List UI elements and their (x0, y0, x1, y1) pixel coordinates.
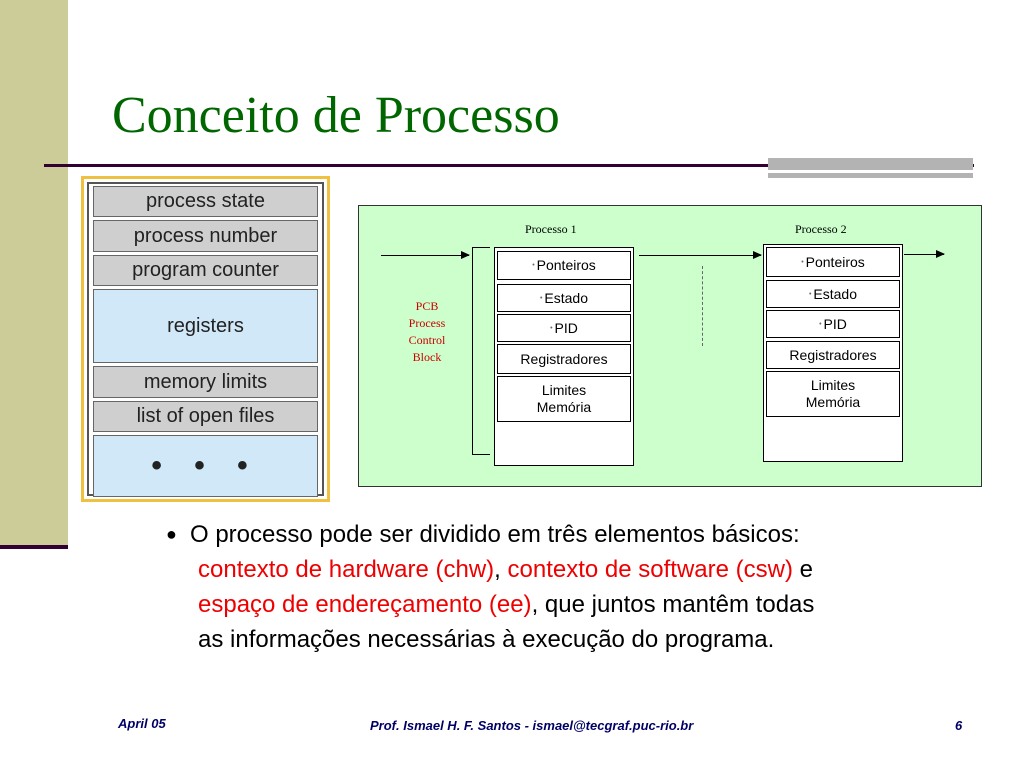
process2-cell-estado: •Estado (766, 280, 900, 308)
bullet-line-2: contexto de hardware (chw), contexto de … (168, 552, 948, 587)
cell-label: Estado (544, 289, 589, 306)
bullet-line-1: O processo pode ser dividido em três ele… (190, 521, 800, 548)
pcb-row-process-state: process state (93, 186, 318, 217)
pcb-label-line: Process (408, 316, 446, 330)
footer-page-number: 6 (955, 718, 963, 733)
cell-label: Registradores (520, 350, 608, 367)
separator-dashed-line (702, 266, 703, 346)
left-decor-bar (0, 0, 68, 545)
pcb-label-line: PCB (415, 299, 439, 313)
bullet-dot: • (539, 294, 543, 302)
bullet-line-4: as informações necessárias à execução do… (198, 626, 775, 653)
pcb-stack-diagram: process state process number program cou… (81, 176, 330, 502)
bullet-paragraph: ● O processo pode ser dividido em três e… (166, 517, 948, 657)
process2-cell-pid: •PID (766, 310, 900, 338)
process2-cell-ponteiros: •Ponteiros (766, 247, 900, 277)
cell-label: PID (554, 319, 578, 336)
process1-title: Processo 1 (525, 222, 577, 236)
process1-box: •Ponteiros •Estado •PID Registradores Li… (494, 247, 634, 466)
bullet-line-3: espaço de endereçamento (ee), que juntos… (168, 587, 948, 622)
highlight-address-space: espaço de endereçamento (ee) (198, 591, 532, 618)
cell-label: PID (823, 315, 847, 332)
highlight-software: contexto de software (csw) (507, 556, 793, 583)
bullet-dot: • (801, 258, 804, 266)
pcb-row-open-files: list of open files (93, 401, 318, 432)
highlight-hardware: contexto de hardware (chw) (198, 556, 495, 583)
pcb-label-line: Block (412, 350, 442, 364)
cell-label: Ponteiros (805, 253, 865, 270)
left-decor-line (0, 545, 68, 549)
cell-label: Limites Memória (536, 382, 592, 415)
process2-box: •Ponteiros •Estado •PID Registradores Li… (763, 244, 903, 462)
title-rule (44, 164, 974, 167)
cell-label: Estado (813, 285, 858, 302)
title-rule-accent (768, 158, 973, 178)
process1-cell-limites: Limites Memória (497, 376, 631, 422)
arrow-in (381, 251, 470, 259)
text-and: e (792, 556, 813, 583)
pcb-row-program-counter: program counter (93, 255, 318, 286)
bullet-dot: • (808, 290, 812, 298)
process1-cell-pid: •PID (497, 314, 631, 342)
pcb-label-line: Control (408, 333, 446, 347)
process1-cell-estado: •Estado (497, 284, 631, 312)
slide-title: Conceito de Processo (112, 87, 560, 144)
text-comma: , (494, 556, 508, 583)
process2-cell-registradores: Registradores (766, 341, 900, 369)
pcb-label: PCB Process Control Block (397, 298, 457, 366)
process2-title: Processo 2 (795, 222, 847, 236)
cell-label: Registradores (789, 346, 877, 363)
process1-cell-ponteiros: •Ponteiros (497, 251, 631, 280)
text-rest: , que juntos mantêm todas (531, 591, 815, 618)
bullet-dot: • (532, 262, 535, 269)
process2-cell-limites: Limites Memória (766, 371, 900, 417)
process-diagram-panel: Processo 1 Processo 2 PCB Process Contro… (358, 205, 982, 487)
arrow-out (904, 250, 945, 258)
pcb-row-memory-limits: memory limits (93, 366, 318, 398)
pcb-row-process-number: process number (93, 220, 318, 252)
bullet-icon: ● (166, 524, 177, 544)
process1-cell-registradores: Registradores (497, 344, 631, 374)
arrow-between (639, 251, 762, 259)
bullet-dot: • (550, 324, 553, 332)
footer-author: Prof. Ismael H. F. Santos - ismael@tecgr… (370, 718, 694, 733)
footer-date: April 05 (118, 716, 166, 731)
pcb-row-ellipsis: • • • (93, 435, 318, 497)
pcb-row-registers: registers (93, 289, 318, 363)
cell-label: Ponteiros (536, 257, 596, 273)
pcb-bracket (472, 247, 490, 455)
pcb-stack-inner: process state process number program cou… (87, 182, 324, 497)
bullet-dot: • (819, 320, 822, 328)
title-rule-accent-gap (768, 170, 973, 173)
cell-label: Limites Memória (805, 377, 861, 410)
